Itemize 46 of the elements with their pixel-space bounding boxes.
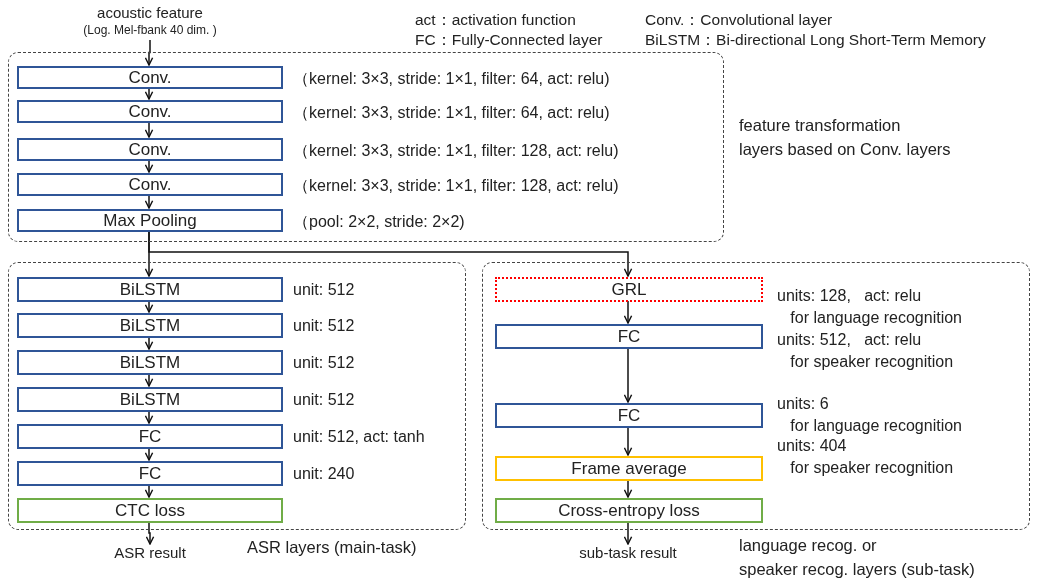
layer-parameters: unit: 512 [293,353,355,373]
arrow [148,230,633,277]
arrow [623,426,633,456]
group-caption: language recog. or speaker recog. layers (sub-task) [739,535,976,580]
layer-parameters: units: 512, act: relu for speaker recognition [777,330,954,372]
arrow [144,194,154,209]
arrow [144,336,154,350]
arrow [144,447,154,461]
abbreviation-note: Conv.：Convolutional layer [645,10,833,30]
arrow [623,347,633,403]
abbreviation-note: FC：Fully-Connected layer [415,30,603,50]
arrow [144,300,154,313]
loss-box: CTC loss [17,498,283,523]
arrow [623,300,633,324]
group-caption: ASR layers (main-task) [247,537,418,558]
arrow [623,479,633,498]
arrow [144,484,154,498]
layer-parameters: unit: 512 [293,390,355,410]
layer-box: Frame average [495,456,763,481]
arrow [144,373,154,387]
io-sublabel: (Log. Mel-fbank 40 dim. ) [82,22,218,38]
layer-parameters: （pool: 2×2, stride: 2×2) [293,212,465,232]
layer-parameters: unit: 512 [293,280,355,300]
layer-parameters: （kernel: 3×3, stride: 1×1, filter: 64, act: relu) [293,103,610,123]
abbreviation-note: act：activation function [415,10,576,30]
layer-parameters: unit: 512 [293,316,355,336]
loss-box: Cross-entropy loss [495,498,763,523]
abbreviation-note: BiLSTM：Bi-directional Long Short-Term Memory [645,30,986,50]
layer-parameters: unit: 512, act: tanh [293,427,425,447]
layer-parameters: units: 404 for speaker recognition [777,436,954,478]
arrow [144,39,154,66]
arrow [144,87,154,100]
arrow [144,159,154,173]
arrow [144,410,154,424]
arrow [144,121,154,138]
group-caption: feature transformation layers based on Conv. layers [739,115,952,160]
layer-box: GRL [495,277,763,302]
layer-parameters: unit: 240 [293,464,355,484]
layer-parameters: （kernel: 3×3, stride: 1×1, filter: 128, act: relu) [293,141,619,161]
arrow [623,521,633,545]
io-label: acoustic feature [96,4,204,22]
layer-parameters: （kernel: 3×3, stride: 1×1, filter: 64, act: relu) [293,69,610,89]
io-label: ASR result [113,544,187,562]
arrow [145,521,155,545]
io-label: sub-task result [578,544,678,562]
layer-parameters: （kernel: 3×3, stride: 1×1, filter: 128, act: relu) [293,176,619,196]
